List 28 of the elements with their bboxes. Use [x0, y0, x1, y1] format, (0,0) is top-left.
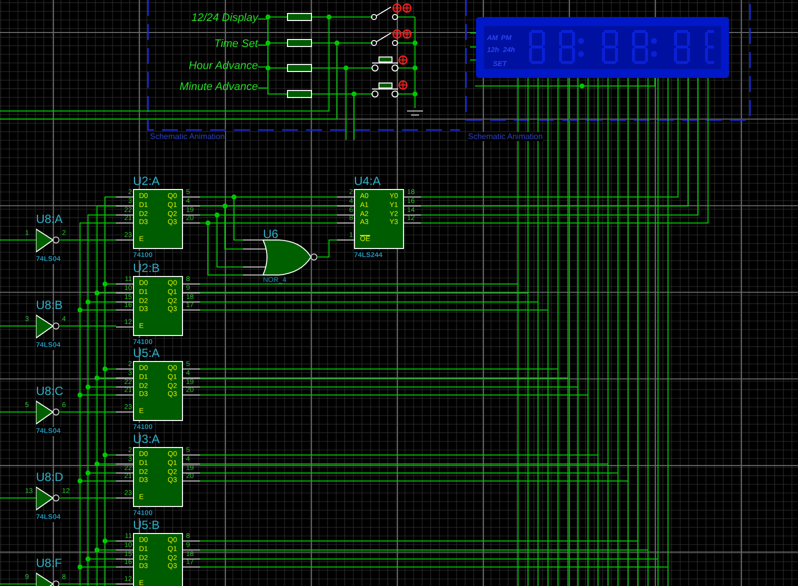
chip-label: U2:B [133, 262, 160, 275]
resistor-symbol [287, 90, 312, 98]
chip-label: U5:B [133, 519, 160, 532]
gate-label: U6 [263, 228, 278, 241]
net-label: Minute Advance [180, 81, 258, 94]
gate-label: U8:A [36, 213, 63, 226]
chip-label: U5:A [133, 347, 160, 360]
resistor-symbol [287, 39, 312, 47]
wire [258, 88, 288, 94]
resistor-symbol [287, 13, 312, 21]
net-label: Time Set [214, 38, 258, 51]
gate-label: U8:C [36, 385, 64, 398]
chip-label: U4:A [354, 175, 381, 188]
chip-label: U2:A [133, 175, 160, 188]
wire [258, 66, 288, 68]
gate-label: U8:B [36, 299, 63, 312]
net-label: 12/24 Display [191, 12, 258, 25]
sheet-title: Schematic Animation [468, 132, 543, 141]
net-label: Hour Advance [188, 60, 258, 73]
gate-label: U8:D [36, 471, 64, 484]
resistor-symbol [287, 64, 312, 72]
wire [258, 16, 288, 20]
lcd-display [476, 17, 729, 78]
wire [318, 240, 338, 258]
sheet-title: Schematic Animation [150, 132, 225, 141]
chip-label: U3:A [133, 433, 160, 446]
gate-label: U8:F [36, 557, 62, 570]
wire [258, 42, 288, 46]
